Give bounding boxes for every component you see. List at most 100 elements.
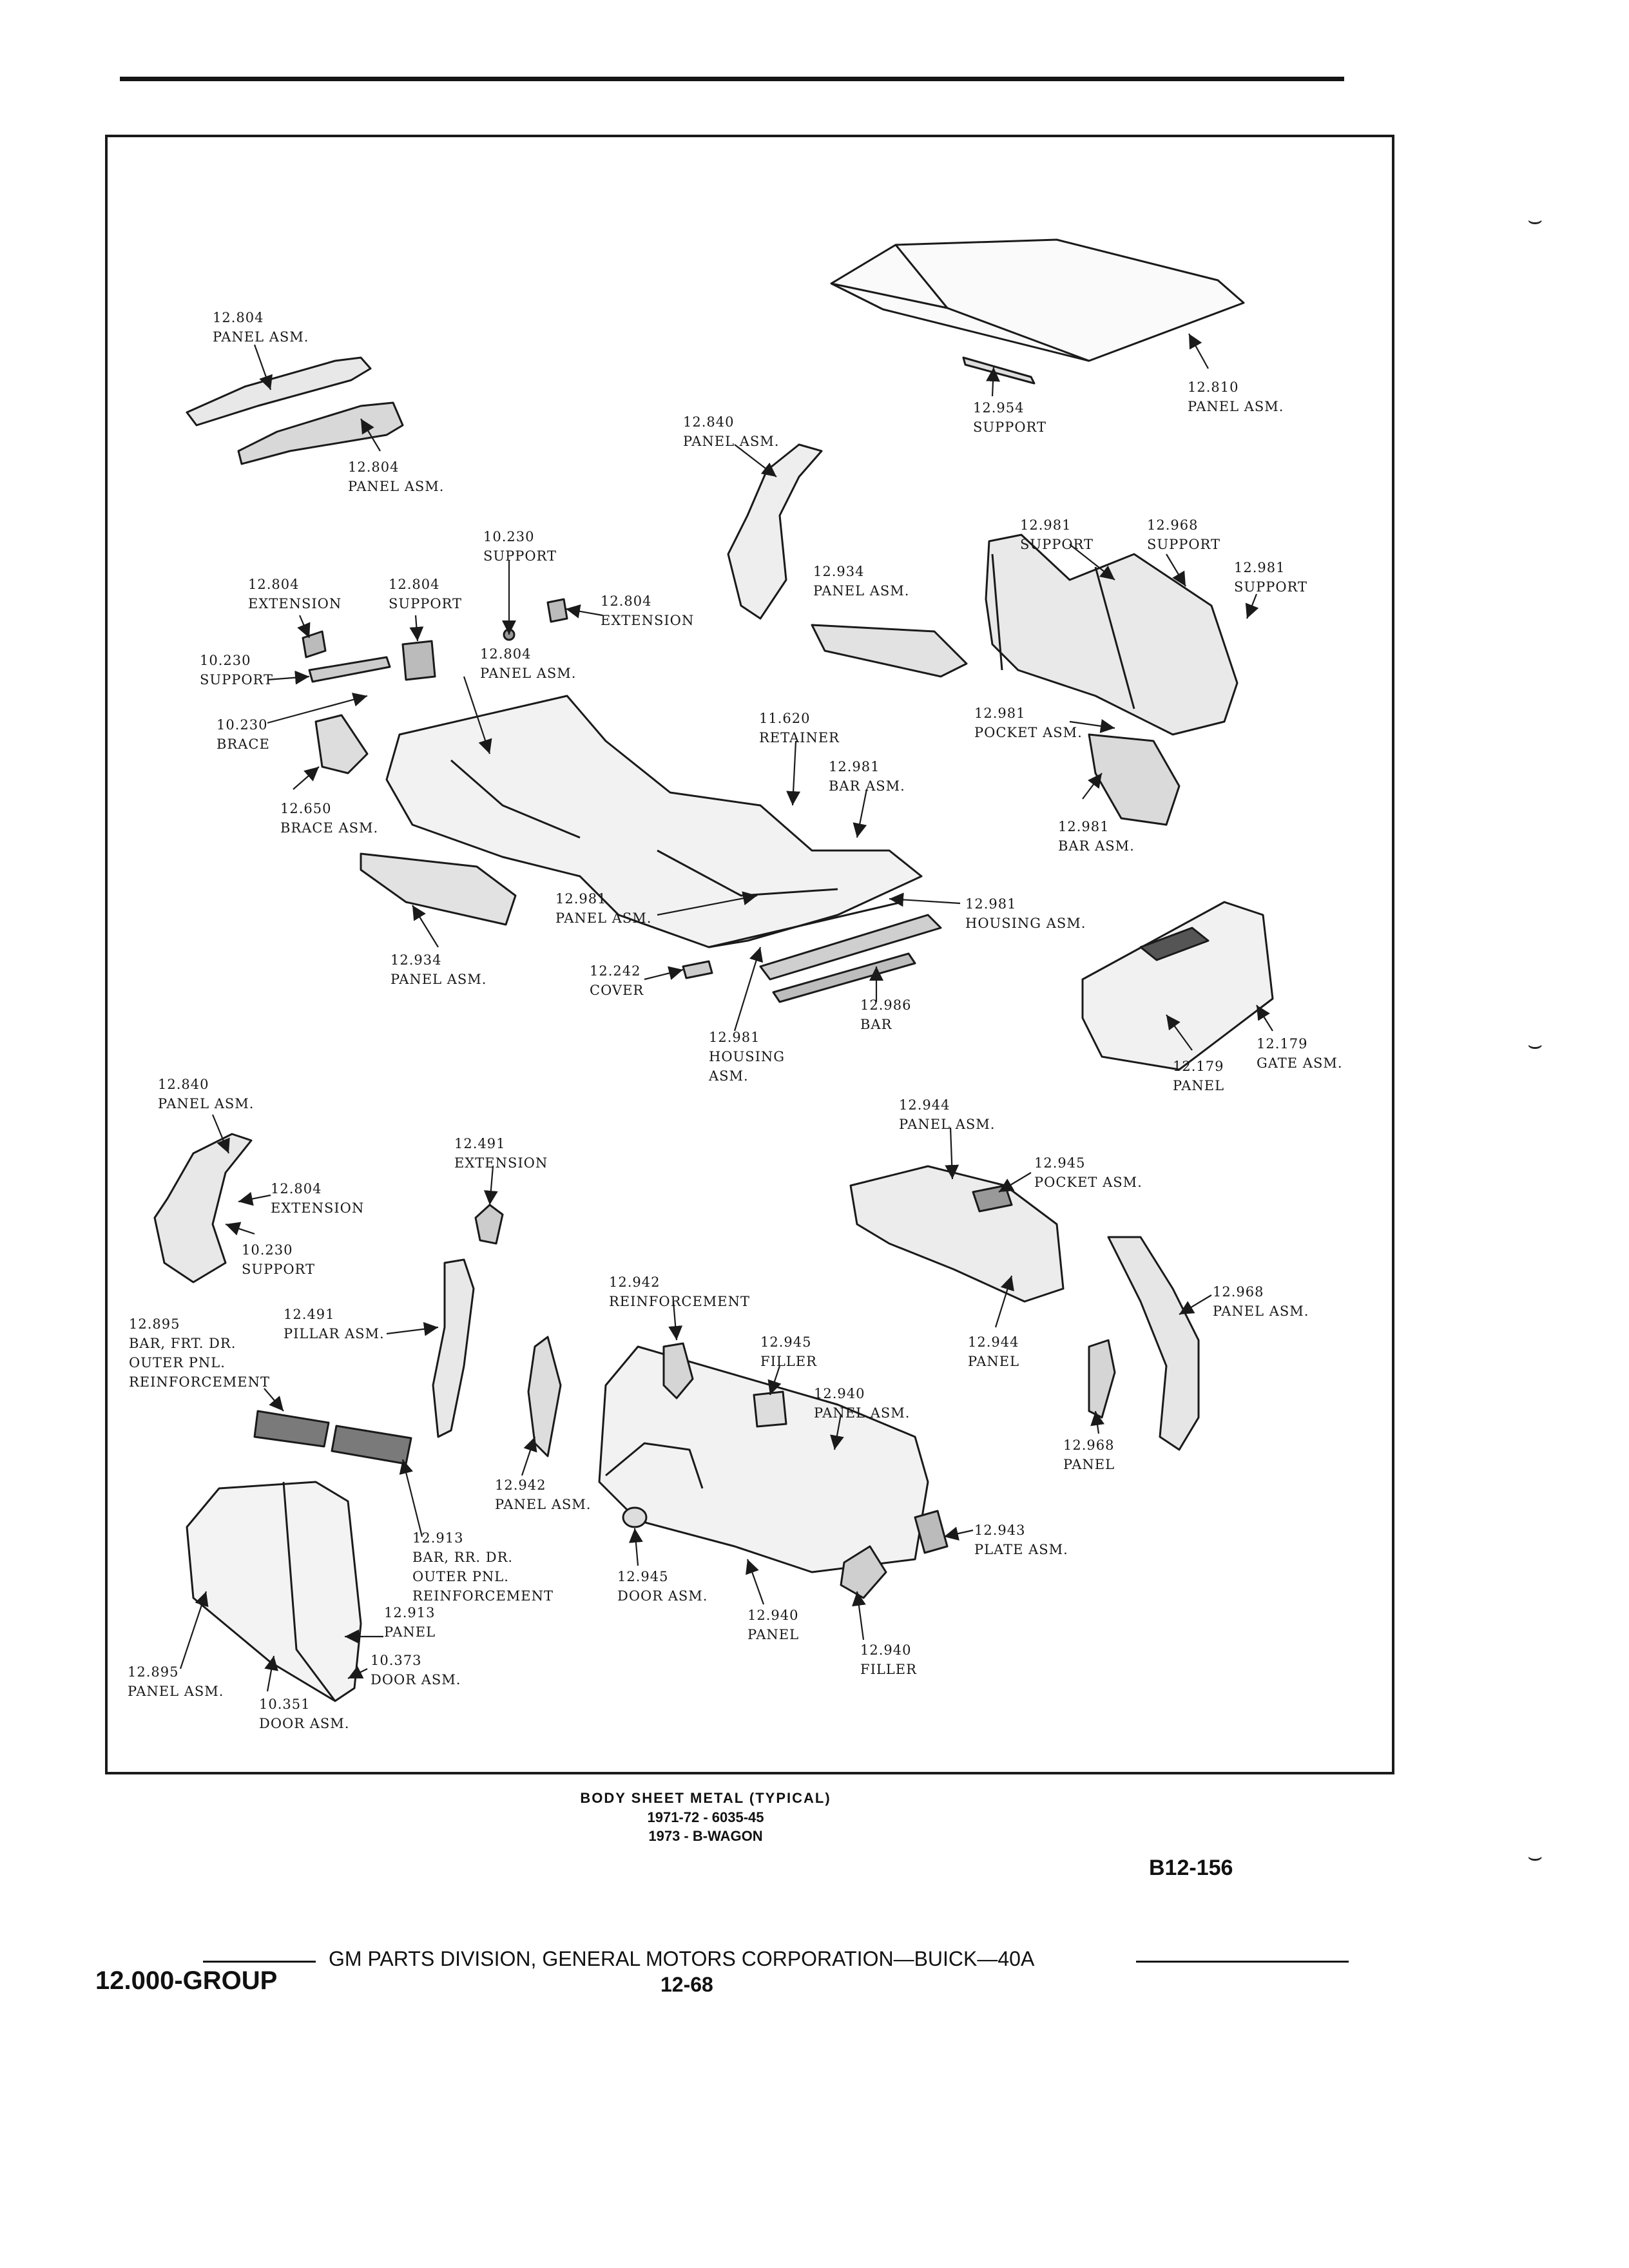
filler-bottom <box>840 1545 887 1599</box>
callout-12-804-extension-c: 12.804 EXTENSION <box>271 1181 365 1216</box>
callout-12-942-reinforcement: 12.942 REINFORCEMENT <box>609 1274 751 1309</box>
callout-12-945-filler: 12.945 FILLER <box>760 1334 817 1369</box>
door-assembly <box>186 1481 362 1702</box>
callout-12-179-gate-asm: 12.179 GATE ASM. <box>1257 1036 1343 1071</box>
roof-support <box>962 356 1036 385</box>
callout-12-981-panel-asm: 12.981 PANEL ASM. <box>555 891 652 926</box>
pocket-opening <box>972 1184 1013 1213</box>
callout-12-981-pocket-asm: 12.981 POCKET ASM. <box>974 706 1083 740</box>
callout-12-986-bar: 12.986 BAR <box>860 997 912 1032</box>
callout-12-913-panel: 12.913 PANEL <box>384 1605 436 1640</box>
callout-12-981-support: 12.981 SUPPORT <box>1020 517 1094 552</box>
callout-12-981-housing-asm: 12.981 HOUSING ASM. <box>965 896 1086 931</box>
figure-caption-line2: 1971-72 - 6035-45 <box>647 1809 764 1825</box>
header-panel-lower <box>237 401 404 465</box>
figure-caption-line3: 1973 - B-WAGON <box>648 1828 763 1844</box>
callout-12-968-support: 12.968 SUPPORT <box>1147 517 1221 552</box>
front-door-reinforcement <box>253 1410 330 1448</box>
callout-12-491-extension: 12.491 EXTENSION <box>454 1136 548 1171</box>
callout-12-968-panel: 12.968 PANEL <box>1063 1437 1115 1472</box>
quarter-reinforcement <box>662 1342 694 1399</box>
binding-hole-icon: ⌣ <box>1527 1031 1543 1059</box>
callout-10-230-support: 10.230 SUPPORT <box>483 529 557 564</box>
gate-vents <box>1139 927 1210 961</box>
callout-12-804-panel-asm-c: 12.804 PANEL ASM. <box>480 646 577 681</box>
binding-hole-icon: ⌣ <box>1527 1843 1543 1870</box>
callout-12-940-filler: 12.940 FILLER <box>860 1642 917 1677</box>
footer-rule-right <box>1136 1961 1349 1963</box>
rear-door-reinforcement <box>331 1425 412 1465</box>
panel-small-right <box>1088 1339 1116 1419</box>
extension-part-b <box>546 598 568 623</box>
callout-12-940-panel-asm: 12.940 PANEL ASM. <box>814 1386 911 1421</box>
bar-rear <box>772 952 916 1003</box>
callout-10-351-door-asm: 10.351 DOOR ASM. <box>259 1696 350 1731</box>
panel-asm-right <box>1107 1236 1200 1451</box>
callout-12-934-panel-asm: 12.934 PANEL ASM. <box>390 952 487 987</box>
figure-id: B12-156 <box>1149 1856 1233 1880</box>
callout-12-804-support: 12.804 SUPPORT <box>389 577 463 611</box>
floor-pan <box>385 695 923 948</box>
brace-asm-part <box>314 714 369 774</box>
cover <box>682 960 713 979</box>
panel-942 <box>527 1336 562 1457</box>
illustration-frame <box>105 135 1394 1774</box>
callout-12-840-panel-asm-b: 12.840 PANEL ASM. <box>158 1077 255 1111</box>
footer-group: 12.000-GROUP <box>95 1966 278 1995</box>
rocker-panel-left <box>360 852 517 926</box>
callout-12-895-panel-asm: 12.895 PANEL ASM. <box>128 1664 224 1699</box>
callout-12-981-support-b: 12.981 SUPPORT <box>1234 560 1308 595</box>
callout-12-968-panel-asm: 12.968 PANEL ASM. <box>1213 1284 1309 1319</box>
callout-12-981-bar-asm: 12.981 BAR ASM. <box>829 759 905 794</box>
callout-10-373-door-asm: 10.373 DOOR ASM. <box>371 1653 461 1687</box>
housing-assembly <box>759 914 942 981</box>
callout-12-942-panel-asm: 12.942 PANEL ASM. <box>495 1477 592 1512</box>
footer-page-number: 12-68 <box>660 1973 713 1996</box>
callout-12-945-door-asm: 12.945 DOOR ASM. <box>617 1569 708 1604</box>
center-pillar <box>432 1258 475 1438</box>
pillar-extension <box>474 1204 504 1245</box>
roof-panel <box>830 238 1245 362</box>
header-rule <box>120 77 1344 81</box>
quarter-outer-panel <box>598 1345 929 1573</box>
callout-12-242-cover: 12.242 COVER <box>590 963 644 998</box>
hinge-pillar-left <box>153 1133 253 1283</box>
callout-12-179-panel: 12.179 PANEL <box>1173 1059 1225 1093</box>
callout-12-945-pocket-asm: 12.945 POCKET ASM. <box>1034 1155 1142 1190</box>
callout-12-954-support: 12.954 SUPPORT <box>973 400 1047 435</box>
footer-rule-left <box>203 1961 316 1963</box>
binding-hole-icon: ⌣ <box>1527 206 1543 234</box>
windshield-pillar <box>727 443 823 620</box>
callout-12-804-panel-asm-lower: 12.804 PANEL ASM. <box>348 459 445 494</box>
figure-caption-title: BODY SHEET METAL (TYPICAL) <box>580 1790 831 1806</box>
rocker-panel-top <box>811 624 968 678</box>
callout-12-981-housing-asm-b: 12.981 HOUSING ASM. <box>709 1030 786 1084</box>
callout-12-650-brace-asm: 12.650 BRACE ASM. <box>280 801 379 836</box>
support-part <box>401 640 436 681</box>
callout-12-840-panel-asm: 12.840 PANEL ASM. <box>683 414 780 449</box>
plate-assembly <box>914 1510 949 1554</box>
callout-12-491-pillar-asm: 12.491 PILLAR ASM. <box>284 1307 385 1341</box>
callout-12-944-panel-asm: 12.944 PANEL ASM. <box>899 1097 996 1132</box>
callout-10-230-support-c: 10.230 SUPPORT <box>242 1242 316 1277</box>
callout-12-934-panel-asm-b: 12.934 PANEL ASM. <box>813 564 910 599</box>
callout-10-230-brace: 10.230 BRACE <box>217 717 270 752</box>
pocket-bar <box>1088 733 1181 826</box>
fuel-door <box>622 1506 648 1528</box>
fuel-filler-pocket <box>753 1390 787 1428</box>
callout-12-943-plate-asm: 12.943 PLATE ASM. <box>974 1523 1068 1557</box>
callout-11-620-retainer: 11.620 RETAINER <box>759 711 840 745</box>
support-bracket <box>308 656 391 683</box>
callout-12-913-bar-rr-dr: 12.913 BAR, RR. DR. OUTER PNL. REINFORCE… <box>412 1530 554 1604</box>
callout-12-944-panel: 12.944 PANEL <box>968 1334 1020 1369</box>
footer-division: GM PARTS DIVISION, GENERAL MOTORS CORPOR… <box>329 1947 1035 1970</box>
callout-12-804-extension-b: 12.804 EXTENSION <box>601 593 695 628</box>
callout-12-804-panel-asm: 12.804 PANEL ASM. <box>213 310 309 345</box>
inner-panel-asm <box>849 1165 1065 1303</box>
callout-12-804-extension: 12.804 EXTENSION <box>248 577 342 611</box>
tailgate <box>1081 901 1274 1071</box>
callout-12-981-bar-asm-b: 12.981 BAR ASM. <box>1058 819 1135 854</box>
callout-12-810-panel-asm: 12.810 PANEL ASM. <box>1188 380 1284 414</box>
callout-12-940-panel: 12.940 PANEL <box>747 1608 800 1642</box>
callout-10-230-support-b: 10.230 SUPPORT <box>200 653 274 687</box>
